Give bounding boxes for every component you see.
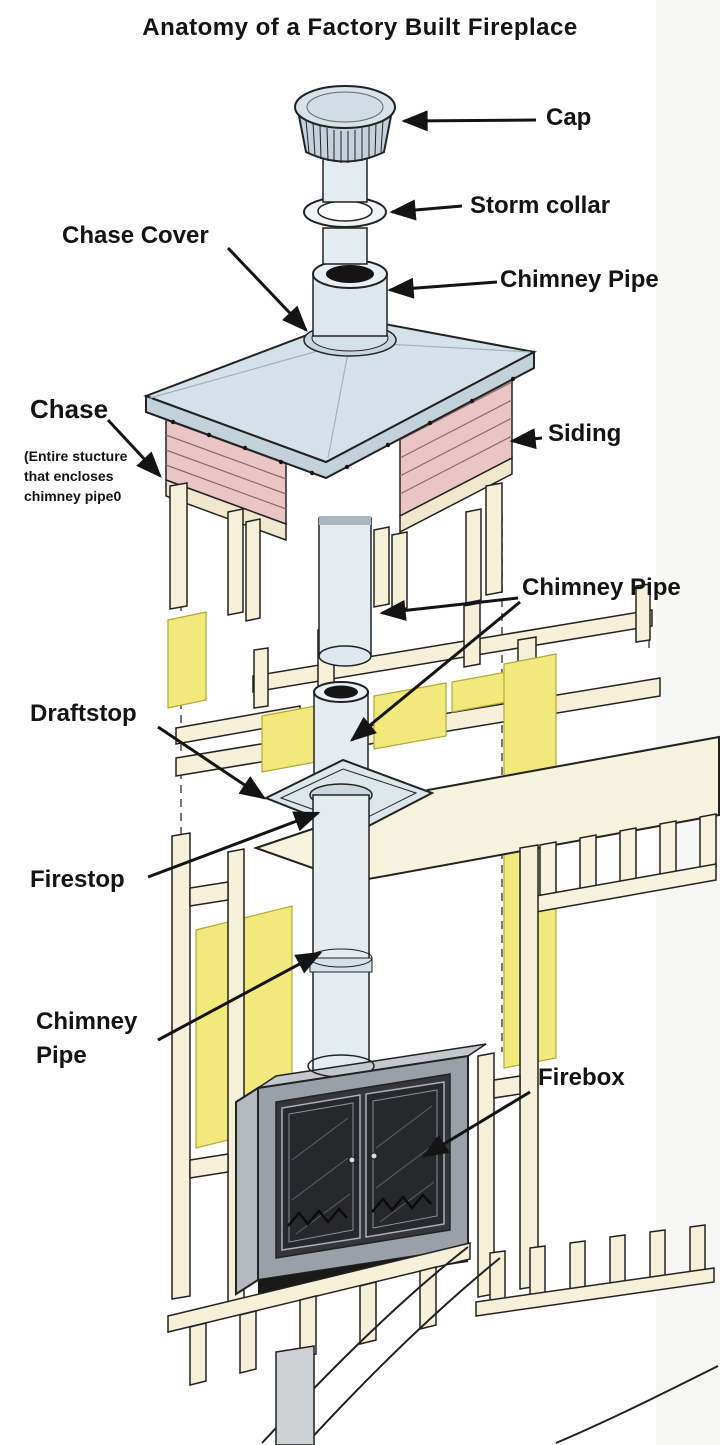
joist <box>619 827 637 885</box>
stud <box>465 508 482 604</box>
chimney-pipe-lower-label-line2: Pipe <box>36 1042 87 1069</box>
chase-label: Chase <box>30 394 109 424</box>
pipe-opening <box>324 685 358 699</box>
joist <box>529 1245 546 1297</box>
joist <box>359 1281 377 1345</box>
stud <box>391 531 408 612</box>
storm-collar <box>303 196 387 228</box>
joist <box>569 1240 586 1292</box>
chimney-pipe-top-arrow <box>387 277 498 299</box>
chase-arrow <box>106 418 162 478</box>
pipe-shadow <box>319 516 371 525</box>
door-handle <box>370 1152 378 1160</box>
leader-arrows <box>106 110 543 1158</box>
chimney-cap <box>294 85 396 163</box>
stud <box>171 832 191 1300</box>
chimney-pipe-lower-arrow <box>157 951 323 1042</box>
chimney-pipe-mid-arrow-2 <box>349 600 521 742</box>
stud <box>373 526 390 608</box>
door-handle <box>348 1156 356 1164</box>
foundation-block <box>275 1345 315 1445</box>
stud <box>227 508 244 616</box>
storm-collar-arrow <box>389 199 463 221</box>
soffit-rim <box>399 456 513 534</box>
wall-studs <box>171 832 539 1306</box>
joist <box>579 834 597 892</box>
joist <box>299 1295 317 1359</box>
blocking <box>189 881 229 907</box>
firebox-label: Firebox <box>538 1064 625 1091</box>
joist <box>539 841 557 899</box>
stud <box>245 518 261 622</box>
chase-note-line1: (Entire stucture <box>24 448 128 464</box>
storm-collar-label: Storm collar <box>470 192 611 219</box>
chimney-pipe-mid-arrow-1 <box>379 596 519 621</box>
stud <box>253 647 269 709</box>
joist <box>252 609 653 693</box>
chase-cover-arrow <box>226 246 308 332</box>
joist <box>189 1322 207 1386</box>
diagram-title: Anatomy of a Factory Built Fireplace <box>142 14 578 41</box>
cap-ribs <box>305 119 384 163</box>
blocking <box>493 1075 521 1099</box>
stud <box>169 482 188 610</box>
chase-cover-screws <box>170 376 516 476</box>
chase-note-line3: chimney pipe0 <box>24 488 122 504</box>
chase-studs <box>169 482 503 622</box>
firebox-side <box>235 1086 259 1296</box>
stud <box>519 844 539 1290</box>
chimney-pipe-top-section <box>312 227 388 337</box>
log-grate <box>371 1193 432 1213</box>
joist <box>489 1250 506 1302</box>
joist <box>609 1234 626 1286</box>
chimney-pipe-lower-label-line1: Chimney <box>36 1008 138 1035</box>
blocking <box>189 1153 229 1179</box>
insulation-batt <box>167 611 207 709</box>
joist <box>239 1310 257 1374</box>
pipe-segment <box>322 155 368 203</box>
stud <box>485 482 503 596</box>
cap-top-inner <box>306 91 384 123</box>
pipe-joint <box>309 957 373 973</box>
floor-edge-curve <box>305 1257 501 1445</box>
firebox <box>235 1043 487 1296</box>
chimney-pipe-middle-label: Chimney Pipe <box>522 574 681 601</box>
chimney-pipe-lower-section <box>309 794 373 1073</box>
joist <box>649 1229 666 1281</box>
firebox-door-right <box>365 1081 445 1238</box>
rim-joist <box>475 1267 715 1317</box>
chimney-pipe-top-label: Chimney Pipe <box>500 266 659 293</box>
firebox-door-left <box>281 1094 361 1251</box>
chimney-pipe-middle-section <box>318 516 372 667</box>
bottom-floor-framing <box>167 1224 719 1445</box>
pipe-opening <box>326 265 374 283</box>
siding-arrow <box>509 428 543 450</box>
platform-joists <box>535 813 717 913</box>
scan-margin <box>656 0 720 1445</box>
joist <box>659 820 677 878</box>
draftstop-label: Draftstop <box>30 700 137 727</box>
siding-label: Siding <box>548 420 622 447</box>
cap-arrow <box>401 110 537 132</box>
joist <box>689 1224 706 1276</box>
floor-edge-curve <box>555 1365 719 1444</box>
stud <box>635 583 651 643</box>
rim-joist <box>167 1242 471 1333</box>
chase-cover-label: Chase Cover <box>62 222 209 249</box>
cap-label: Cap <box>546 104 592 131</box>
firestop-label: Firestop <box>30 866 125 893</box>
log-grate <box>287 1207 348 1227</box>
joist <box>699 813 717 871</box>
chase-note-line2: that encloses <box>24 468 114 484</box>
firestop-arrow <box>147 811 321 879</box>
siding-right-lines <box>399 381 513 495</box>
chase-cover-top <box>143 316 538 464</box>
upper-floor-platform <box>252 735 720 913</box>
firebox-arrow <box>421 1090 531 1158</box>
draftstop-arrow <box>157 725 267 800</box>
